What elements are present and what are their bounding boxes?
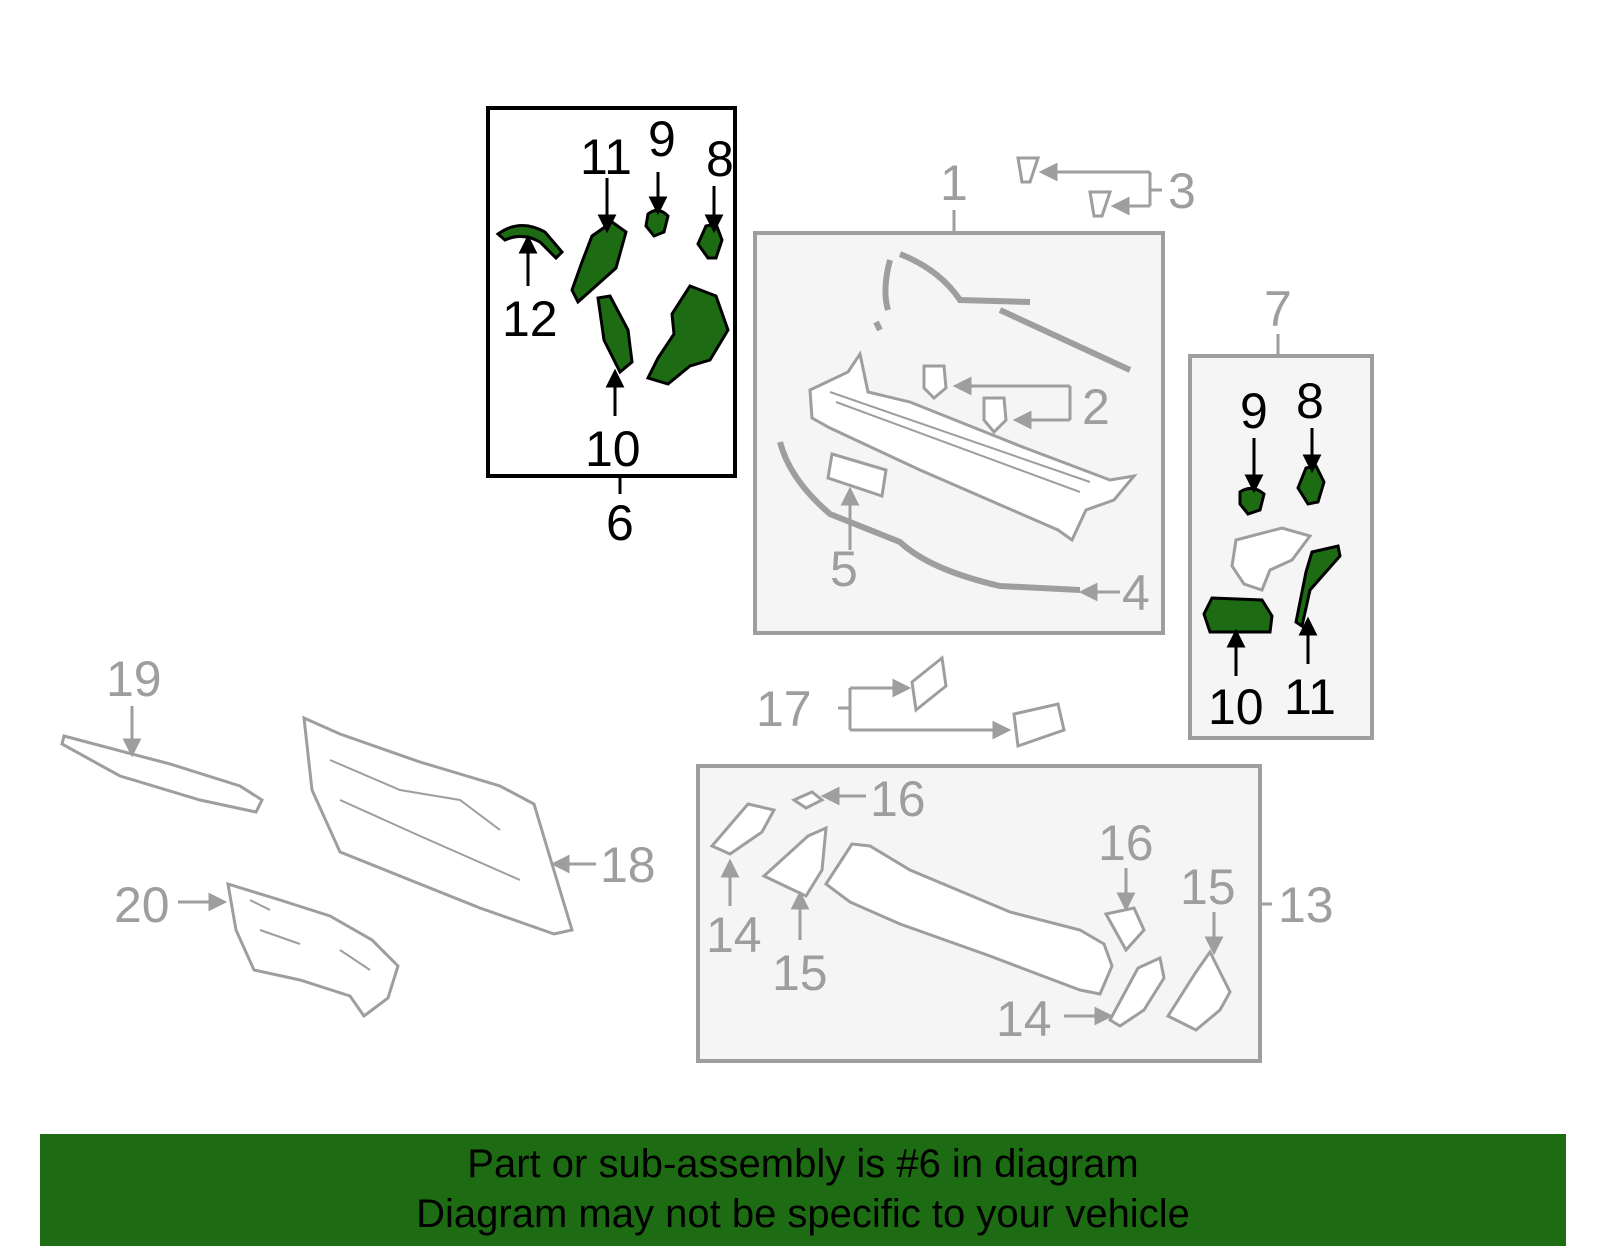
part-9-clip[interactable] <box>644 209 670 238</box>
part-large-bracket[interactable] <box>645 284 730 386</box>
subassembly-box-6[interactable]: 11 9 8 12 10 <box>486 106 737 494</box>
part-11-panel[interactable] <box>570 220 628 305</box>
part-16-pad <box>790 790 825 810</box>
callout-17: 17 <box>756 681 812 737</box>
part-11-panel <box>1294 544 1342 629</box>
callout-7: 7 <box>1264 281 1292 337</box>
callout-9: 9 <box>1240 383 1268 439</box>
assembly-box-13[interactable]: 14 15 16 16 15 14 <box>696 764 1272 1063</box>
callout-10: 10 <box>585 421 641 477</box>
callout-10: 10 <box>1208 679 1264 735</box>
part-3-clips: 3 <box>1016 156 1196 219</box>
callout-9: 9 <box>648 111 676 167</box>
part-14-bracket <box>709 802 777 856</box>
assembly-box-1[interactable]: 1 2 4 5 <box>753 155 1165 635</box>
callout-13: 13 <box>1278 877 1334 933</box>
callout-6: 6 <box>606 495 634 551</box>
part-9-clip <box>1238 487 1266 516</box>
part-8-grommet <box>1296 464 1326 506</box>
callout-19: 19 <box>106 651 162 707</box>
part-16-pad-b <box>1103 906 1146 953</box>
callout-15: 15 <box>1180 859 1236 915</box>
callout-14: 14 <box>996 991 1052 1047</box>
callout-15: 15 <box>772 945 828 1001</box>
callout-5: 5 <box>830 541 858 597</box>
banner-line-1: Part or sub-assembly is #6 in diagram <box>467 1142 1139 1186</box>
callout-12: 12 <box>502 291 558 347</box>
callout-2: 2 <box>1082 379 1110 435</box>
part-19-reinforcement: 19 <box>60 651 264 814</box>
part-4-weatherstrip <box>777 441 1081 593</box>
callout-1: 1 <box>940 155 968 211</box>
callout-3: 3 <box>1168 163 1196 219</box>
part-10-plate <box>1202 596 1274 634</box>
callout-18: 18 <box>600 837 656 893</box>
part-2-clip-a <box>922 364 948 401</box>
part-17-pads: 17 <box>756 655 1066 749</box>
part-5-seal <box>826 452 888 498</box>
callout-8: 8 <box>706 131 734 187</box>
part-12-bracket[interactable] <box>495 224 565 261</box>
callout-4: 4 <box>1122 565 1150 621</box>
info-banner: Part or sub-assembly is #6 in diagram Di… <box>40 1134 1566 1246</box>
part-bracket-light <box>1230 526 1313 592</box>
part-10-plate[interactable] <box>596 294 634 375</box>
callout-16: 16 <box>1098 815 1154 871</box>
callout-14: 14 <box>706 907 762 963</box>
part-14-bracket-b <box>1108 955 1166 1028</box>
cowl-top-panel <box>823 842 1114 996</box>
cowl-panel <box>808 350 1138 543</box>
callout-8: 8 <box>1296 373 1324 429</box>
part-20-insulator: 20 <box>114 877 400 1019</box>
callout-20: 20 <box>114 877 170 933</box>
callout-11: 11 <box>1284 669 1336 725</box>
callout-16: 16 <box>870 771 926 827</box>
assembly-box-7[interactable]: 9 8 10 11 <box>1188 334 1374 740</box>
callout-11: 11 <box>580 129 632 185</box>
washer-hose <box>873 251 1132 373</box>
banner-line-2: Diagram may not be specific to your vehi… <box>416 1192 1190 1236</box>
part-18-dash-panel: 18 <box>302 715 656 936</box>
part-15-bracket-b <box>1165 949 1232 1032</box>
part-2-clip-b <box>982 396 1008 435</box>
